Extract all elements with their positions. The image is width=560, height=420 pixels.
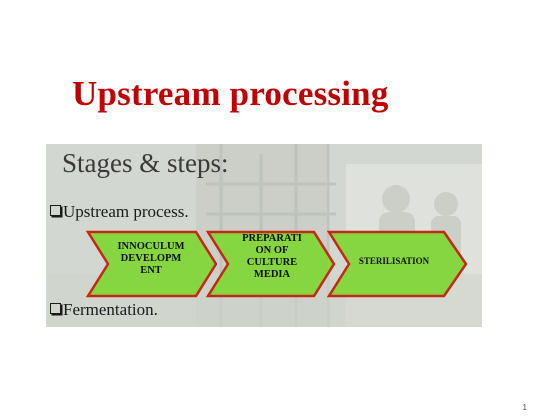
bullet-text: Upstream process. — [63, 202, 189, 221]
step-arrow-1 — [85, 230, 218, 298]
page-number: 1 — [522, 403, 527, 412]
bullet-text: Fermentation. — [63, 300, 158, 319]
checkbox-bullet-icon — [50, 205, 61, 216]
slide-title: Upstream processing — [72, 74, 389, 113]
step-arrow-3 — [326, 230, 468, 298]
bullet-upstream: Upstream process. — [50, 202, 189, 222]
process-arrows — [85, 230, 468, 298]
step-arrow-2 — [205, 230, 336, 298]
stages-panel: Stages & steps: Upstream process. INNOCU… — [46, 144, 482, 327]
step-label-2: PREPARATI ON OF CULTURE MEDIA — [242, 233, 302, 280]
bullet-fermentation: Fermentation. — [50, 300, 158, 320]
checkbox-bullet-icon — [50, 303, 61, 314]
step-label-1: INNOCULUM DEVELOPM ENT — [117, 241, 185, 276]
step-label-3: STERILISATION — [358, 256, 430, 266]
panel-heading: Stages & steps: — [62, 148, 229, 178]
